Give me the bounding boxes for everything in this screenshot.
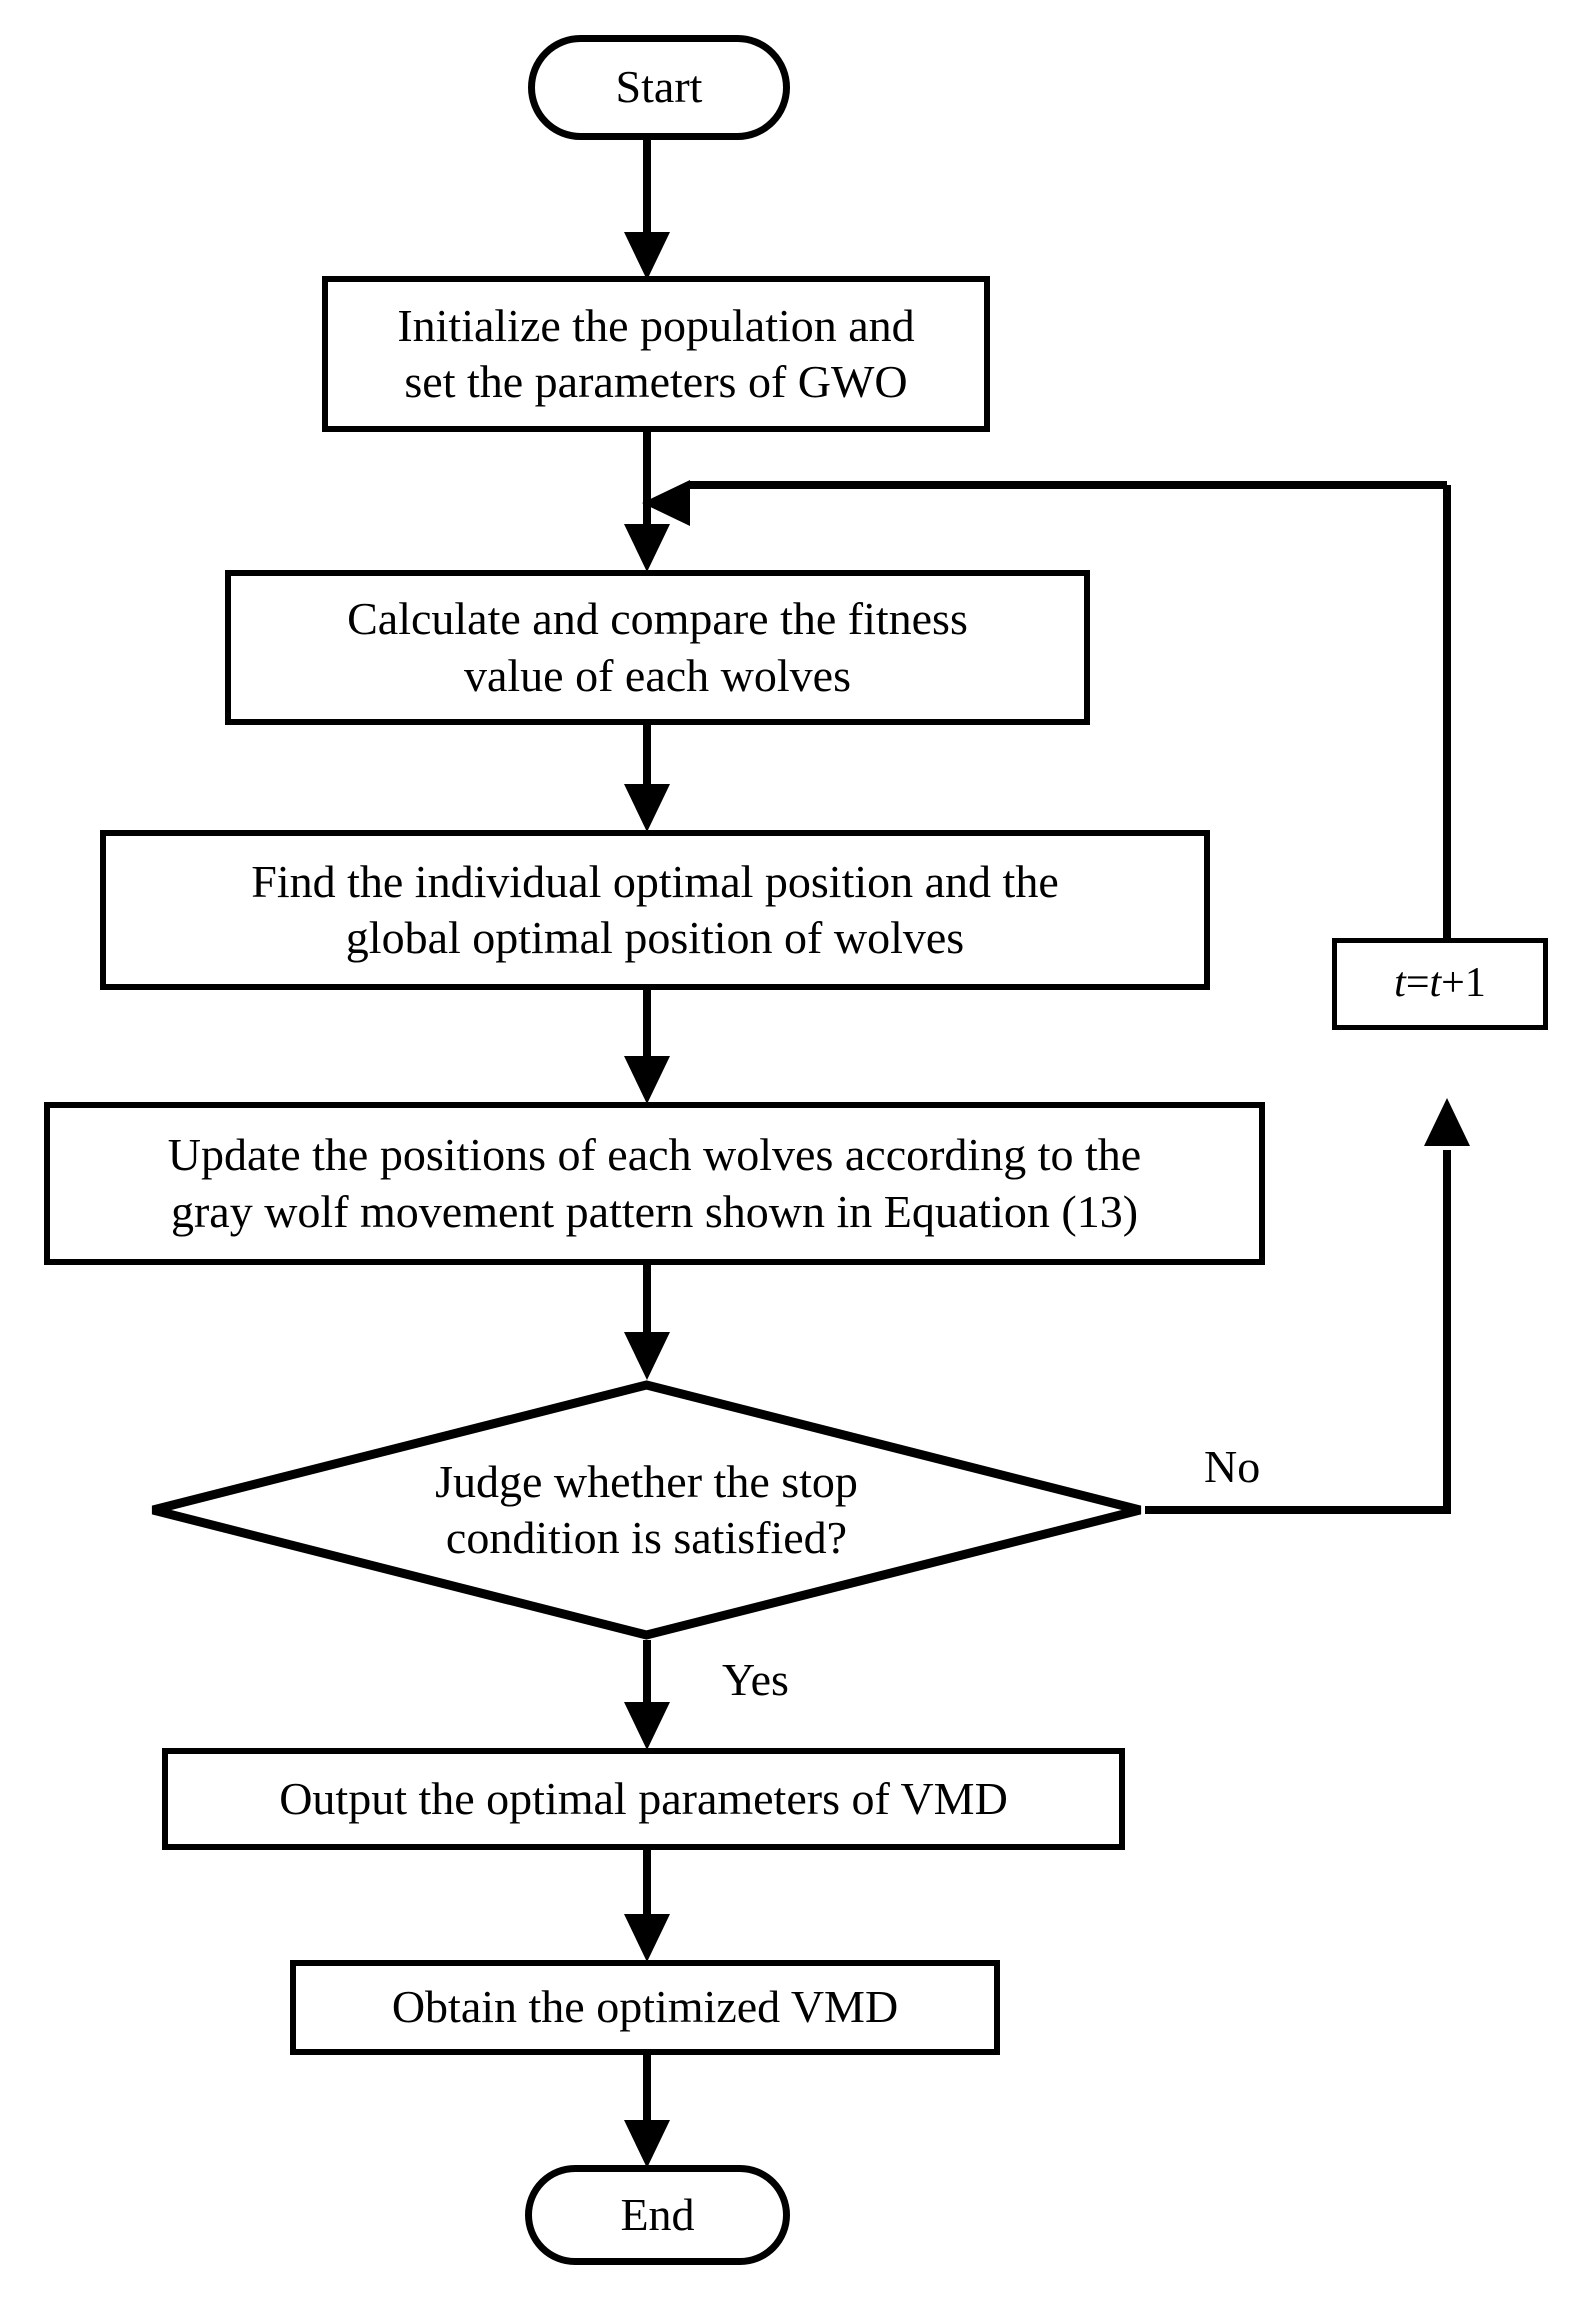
connector-increment-up (1443, 485, 1451, 942)
node-output-optimal-parameters[interactable]: Output the optimal parameters of VMD (162, 1748, 1125, 1850)
node-stop-condition-decision-label: Judge whether the stop condition is sati… (435, 1455, 858, 1563)
node-end[interactable]: End (525, 2165, 790, 2265)
variable-t-right: t (1429, 960, 1442, 1007)
node-find-optimal-position-label: Find the individual optimal position and… (251, 855, 1059, 963)
arrowhead-output-to-obtain (624, 1914, 670, 1962)
connector-feedback-horizontal (690, 481, 1447, 489)
arrowhead-find-to-update (624, 1056, 670, 1104)
connector-find-to-update (643, 990, 651, 1060)
arrowhead-update-to-decision (624, 1332, 670, 1380)
arrowhead-fitness-to-find (624, 784, 670, 832)
connector-no-vertical-up-to-increment (1443, 1150, 1451, 1510)
connector-start-to-init (643, 140, 651, 245)
equals-sign: = (1405, 960, 1430, 1007)
decision-diamond-shape (151, 1380, 1142, 1640)
node-find-optimal-position[interactable]: Find the individual optimal position and… (100, 830, 1210, 990)
node-update-positions[interactable]: Update the positions of each wolves acco… (44, 1102, 1265, 1265)
connector-output-to-obtain (643, 1850, 651, 1918)
node-stop-condition-decision[interactable]: Judge whether the stop condition is sati… (148, 1380, 1145, 1640)
node-start[interactable]: Start (528, 35, 790, 140)
node-increment-counter[interactable]: t=t+1 (1332, 938, 1548, 1030)
edge-label-yes: Yes (722, 1654, 789, 1705)
node-obtain-optimized-vmd[interactable]: Obtain the optimized VMD (290, 1960, 1000, 2055)
arrowhead-obtain-to-end (624, 2120, 670, 2168)
node-start-label: Start (615, 61, 703, 113)
variable-t-left: t (1394, 960, 1406, 1007)
edge-label-no: No (1204, 1441, 1261, 1492)
node-calculate-fitness-label: Calculate and compare the fitness value … (347, 593, 968, 701)
node-update-positions-label: Update the positions of each wolves acco… (167, 1129, 1142, 1237)
arrowhead-init-to-fitness (624, 524, 670, 572)
connector-obtain-to-end (643, 2055, 651, 2123)
connector-decision-no-horizontal (1145, 1506, 1451, 1514)
node-calculate-fitness[interactable]: Calculate and compare the fitness value … (225, 570, 1090, 725)
plus-one: +1 (1441, 960, 1486, 1007)
arrowhead-no-into-increment (1424, 1098, 1470, 1146)
connector-fitness-to-find (643, 725, 651, 793)
connector-update-to-decision (643, 1265, 651, 1333)
node-output-optimal-parameters-label: Output the optimal parameters of VMD (279, 1772, 1008, 1824)
connector-decision-to-output (643, 1640, 651, 1706)
arrowhead-start-to-init (624, 232, 670, 280)
arrowhead-decision-to-output (624, 1702, 670, 1750)
node-increment-counter-label: t=t+1 (1384, 958, 1496, 1009)
node-obtain-optimized-vmd-label: Obtain the optimized VMD (391, 1981, 899, 2033)
node-initialize-population-label: Initialize the population and set the pa… (397, 299, 915, 407)
node-initialize-population[interactable]: Initialize the population and set the pa… (322, 276, 990, 432)
node-end-label: End (620, 2188, 695, 2240)
arrowhead-feedback-into-spine (642, 480, 690, 526)
